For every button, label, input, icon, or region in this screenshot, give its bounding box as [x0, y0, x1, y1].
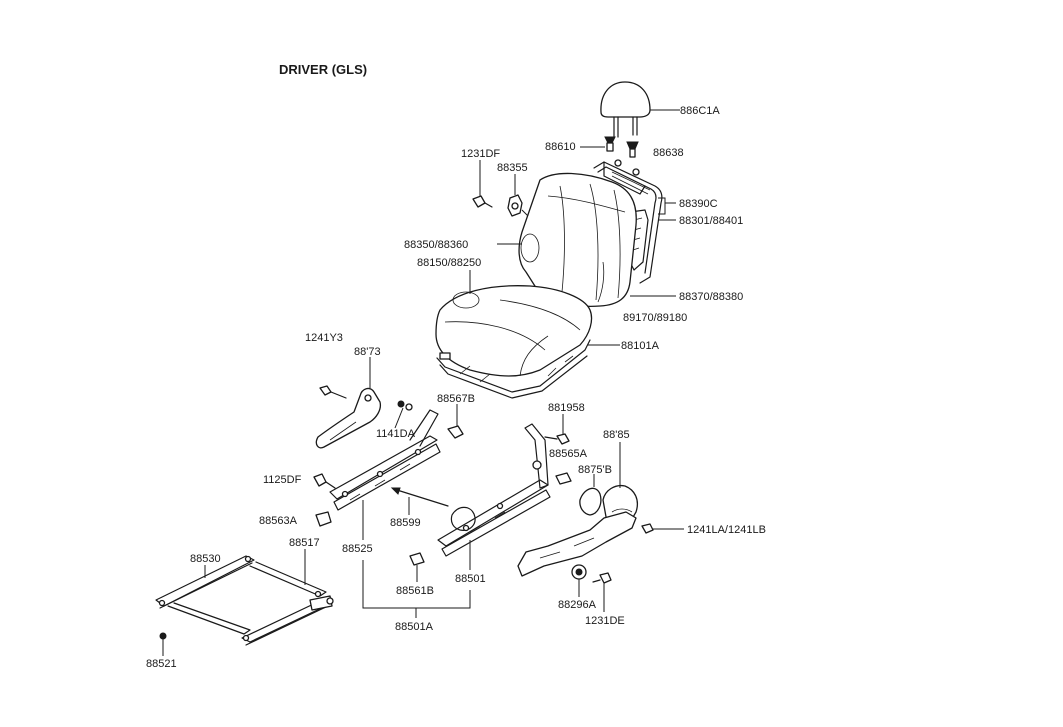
label-88390c: 88390C	[679, 198, 718, 210]
headrest-drawing	[600, 81, 651, 138]
track-88525-drawing	[329, 409, 441, 511]
label-88501a: 88501A	[395, 621, 434, 633]
bolt-88521-drawing	[159, 632, 167, 640]
label-1231de: 1231DE	[585, 615, 625, 627]
label-88521: 88521	[146, 658, 177, 670]
track-88501-drawing	[437, 423, 551, 557]
label-886c1a: 886C1A	[680, 105, 720, 117]
label-1125df: 1125DF	[263, 474, 302, 486]
label-89170-89180: 89170/89180	[623, 312, 687, 324]
seatback-cover	[518, 172, 637, 308]
label-88501: 88501	[455, 573, 486, 585]
cover-88561b-drawing	[409, 552, 425, 566]
bolt-1231df-drawing	[472, 195, 493, 208]
seatback-frame	[593, 159, 663, 284]
cushion-frame	[436, 339, 591, 399]
bolt-1125df-drawing	[313, 473, 336, 489]
label-1241la-1241lb: 1241LA/1241LB	[687, 524, 766, 536]
label-88638: 88638	[653, 147, 684, 159]
diagram-title: DRIVER (GLS)	[279, 62, 367, 77]
label-88599: 88599	[390, 517, 421, 529]
label-88185: 88'85	[603, 429, 630, 441]
base-frame-drawing	[155, 555, 334, 646]
label-88370-88380: 88370/88380	[679, 291, 743, 303]
label-88296a: 88296A	[558, 599, 597, 611]
screw-1241la-drawing	[641, 523, 654, 534]
side-shield-drawing	[517, 511, 637, 577]
seat-cushion-cover	[435, 285, 593, 377]
label-88610: 88610	[545, 141, 576, 153]
cover-88567b-drawing	[447, 425, 464, 439]
label-88530: 88530	[190, 553, 221, 565]
cover-88565a-drawing	[555, 472, 572, 485]
cap-88296a-drawing	[571, 564, 587, 580]
headrest-guides	[604, 136, 639, 158]
bolt-88195b-drawing	[544, 433, 570, 445]
label-1141da: 1141DA	[376, 428, 416, 440]
label-88563a: 88563A	[259, 515, 298, 527]
nut-1141da-drawing	[397, 400, 413, 411]
label-88567b: 88567B	[437, 393, 475, 405]
knob-88355-drawing	[507, 194, 529, 217]
bolt-1231de-drawing	[592, 572, 612, 584]
label-88173: 88'73	[354, 346, 381, 358]
cover-88563a-drawing	[315, 511, 332, 527]
label-88150-88250: 88150/88250	[417, 257, 481, 269]
recline-lever-drawing	[315, 387, 382, 449]
knob-88751b-drawing	[579, 487, 602, 516]
label-1231df: 1231DF	[461, 148, 500, 160]
label-88301-88401: 88301/88401	[679, 215, 743, 227]
label-88751b: 8875'B	[578, 464, 612, 476]
label-88350-88360: 88350/88360	[404, 239, 468, 251]
label-88565a: 88565A	[549, 448, 588, 460]
label-88101a: 88101A	[621, 340, 660, 352]
label-88195b: 881958	[548, 402, 585, 414]
label-88561b: 88561B	[396, 585, 434, 597]
label-88525: 88525	[342, 543, 373, 555]
label-88355: 88355	[497, 162, 528, 174]
label-88517: 88517	[289, 537, 320, 549]
wire-88599-drawing	[390, 487, 449, 507]
bolt-1241y3-drawing	[319, 385, 347, 399]
label-1241y3: 1241Y3	[305, 332, 343, 344]
